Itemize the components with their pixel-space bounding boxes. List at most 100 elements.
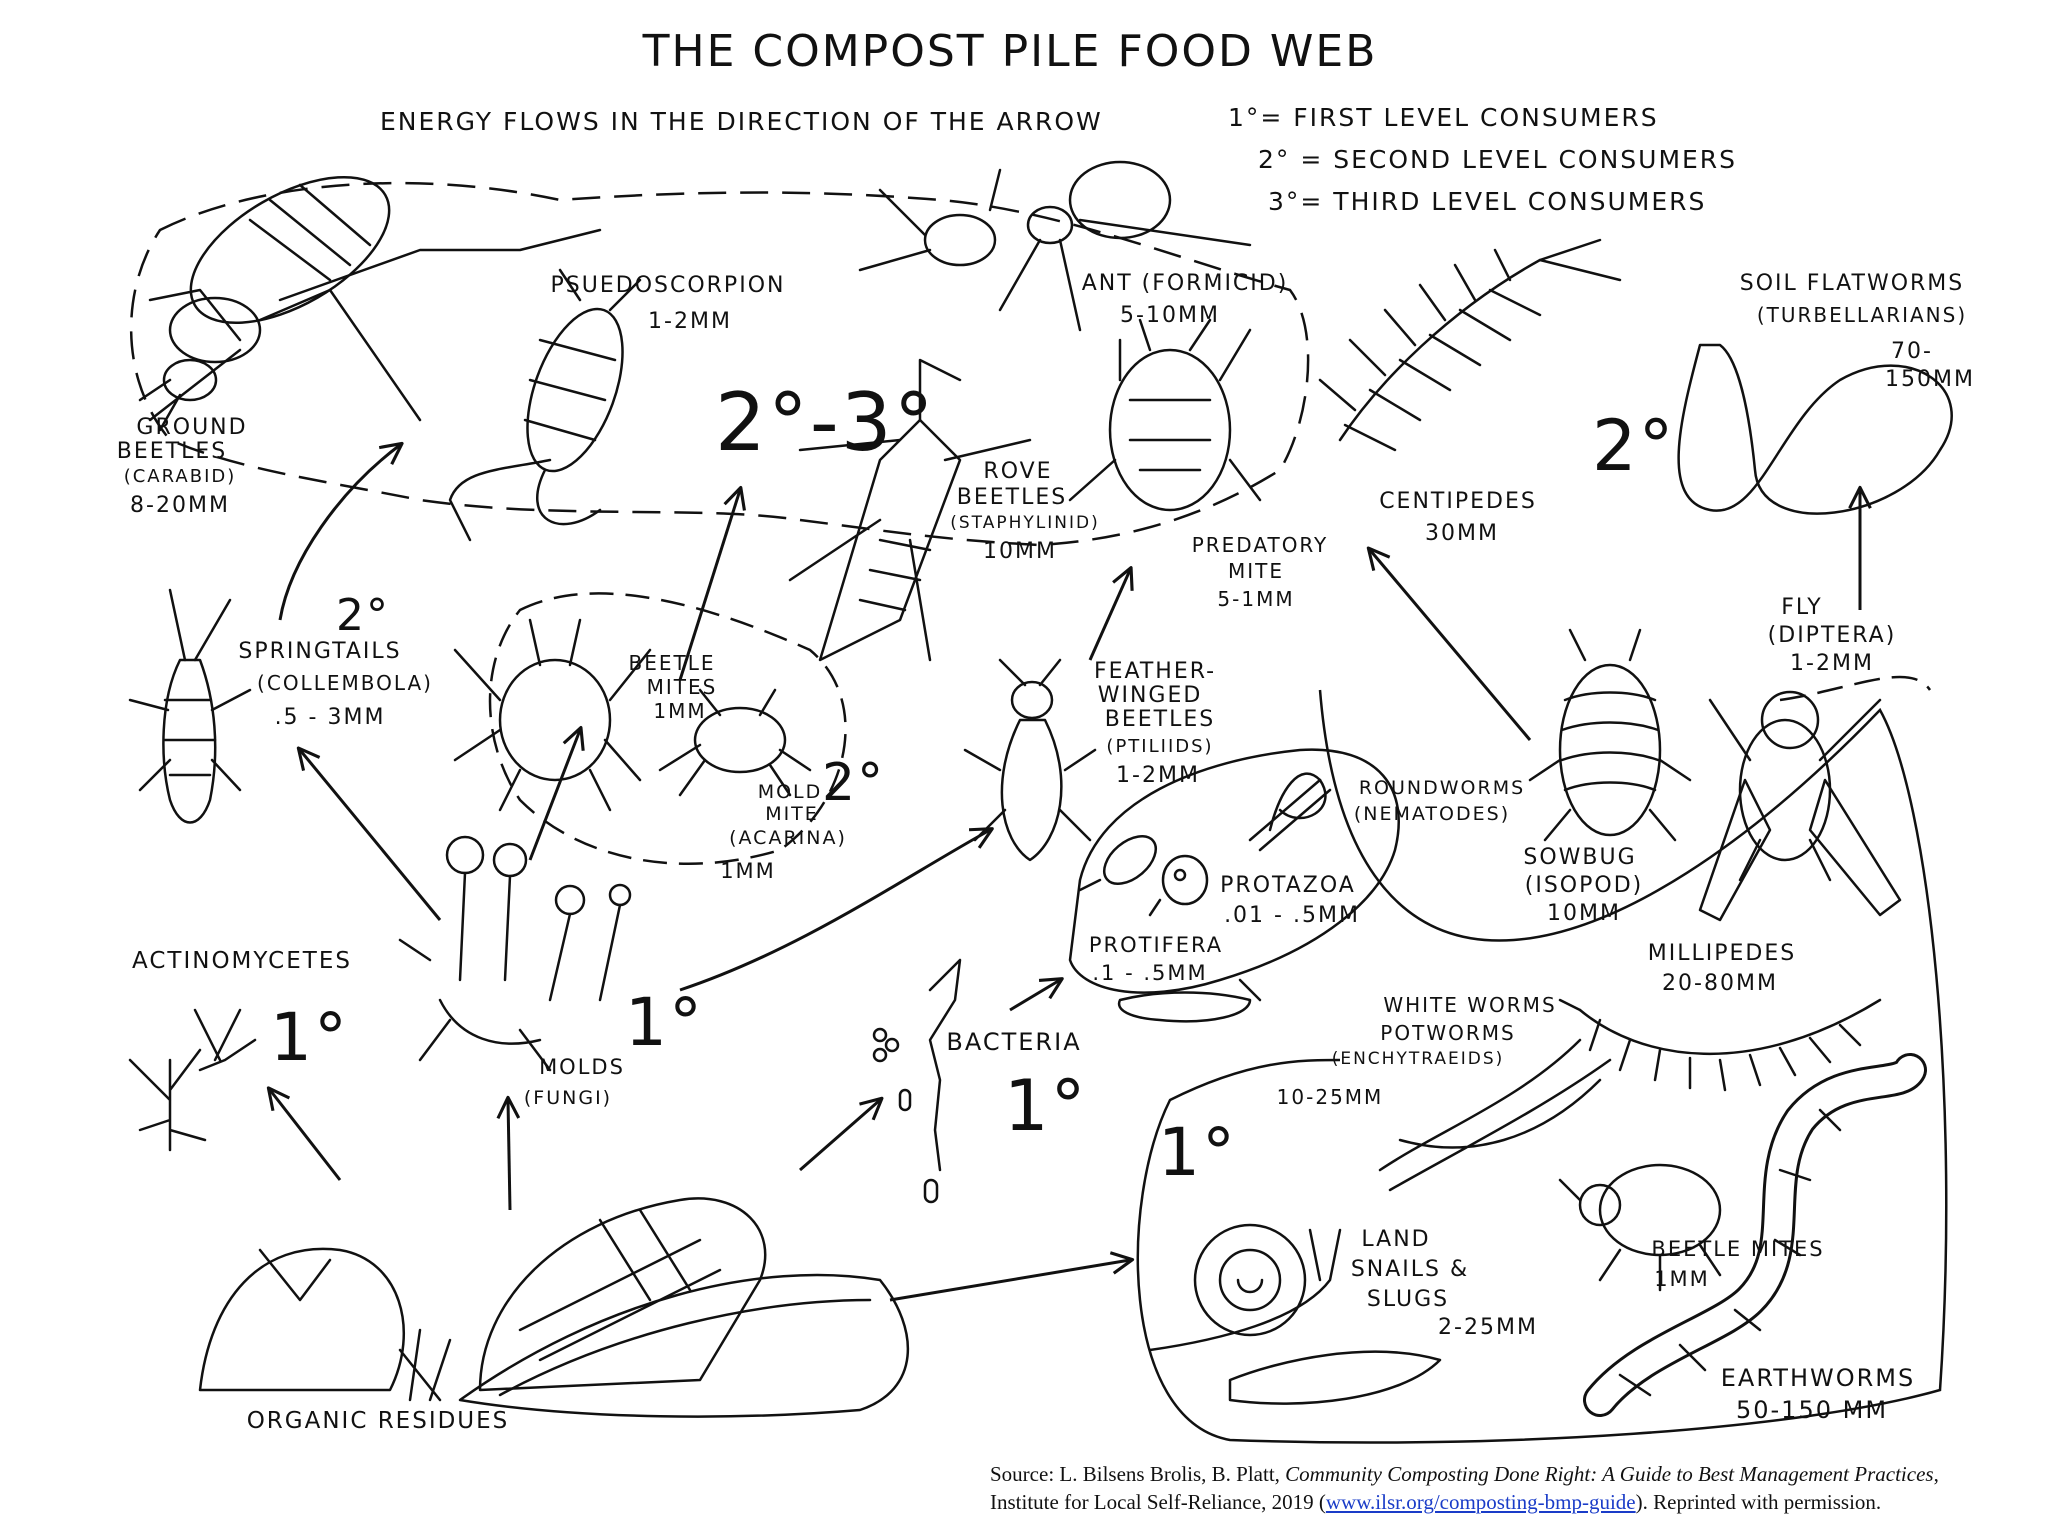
- arrow-residues-to-bacteria: [799, 1096, 884, 1172]
- springtail-drawing: [128, 588, 252, 824]
- beetle-mite-lower-drawing: [1558, 1163, 1722, 1292]
- ground-beetle-drawing: [138, 175, 602, 432]
- beetle-mite-drawing: [453, 618, 652, 812]
- svg-text:2-25mm: 2-25mm: [1438, 1315, 1538, 1340]
- ground-beetles-label: GROUND BEETLES (CARABID) 8-20mm: [117, 415, 247, 518]
- svg-text:50-150 mm: 50-150 mm: [1736, 1396, 1888, 1424]
- protozoa-drawing: [1078, 835, 1209, 917]
- svg-text:MITE: MITE: [765, 803, 819, 825]
- svg-text:EARTHWORMS: EARTHWORMS: [1721, 1364, 1915, 1392]
- pseudoscorpion-label: PSUEDOSCORPION 1-2mm: [551, 273, 786, 334]
- protozoa-label: PROTAZOA .01 - .5mm: [1220, 873, 1360, 928]
- svg-text:150mm: 150mm: [1885, 367, 1975, 392]
- level-1-actino-marker: 1°: [270, 999, 349, 1076]
- level-2-3-marker: 2°-3°: [715, 376, 936, 469]
- svg-text:1-2mm: 1-2mm: [1116, 763, 1200, 788]
- svg-text:SOWBUG: SOWBUG: [1523, 845, 1636, 870]
- arrow-molds-to-featherwinged: [679, 827, 994, 992]
- source-link[interactable]: www.ilsr.org/composting-bmp-guide: [1325, 1490, 1636, 1514]
- svg-text:10-25mm: 10-25mm: [1277, 1085, 1384, 1109]
- svg-text:GROUND: GROUND: [136, 415, 247, 440]
- roundworms-label: ROUNDWORMS (NEMATODES): [1354, 777, 1523, 825]
- ant-label: ANT (FORMICID) 5-10mm: [1082, 271, 1289, 328]
- svg-text:(DIPTERA): (DIPTERA): [1768, 623, 1897, 648]
- source-prefix: Source: L. Bilsens Brolis, B. Platt,: [990, 1462, 1286, 1486]
- protifera-label: PROTIFERA .1 - .5mm: [1089, 933, 1221, 985]
- white-worms-label: WHITE WORMS POTWORMS (ENCHYTRAEIDS) 10-2…: [1277, 993, 1556, 1109]
- svg-text:FEATHER-: FEATHER-: [1094, 659, 1216, 684]
- svg-text:10mm: 10mm: [983, 539, 1057, 564]
- diagram-title: THE COMPOST PILE FOOD WEB: [642, 26, 1378, 77]
- source-line2-prefix: Institute for Local Self-Reliance, 2019 …: [990, 1490, 1326, 1514]
- bacteria-drawing: [872, 958, 962, 1204]
- organic-residues-label: ORGANIC RESIDUES: [247, 1408, 508, 1434]
- svg-text:ANT (FORMICID): ANT (FORMICID): [1082, 271, 1289, 296]
- earthworms-label: EARTHWORMS 50-150 mm: [1721, 1364, 1915, 1424]
- mold-mite-drawing: [658, 688, 812, 797]
- millipedes-label: MILLIPEDES 20-80mm: [1648, 941, 1796, 996]
- svg-text:(ISOPOD): (ISOPOD): [1525, 873, 1643, 898]
- svg-text:WINGED: WINGED: [1098, 683, 1203, 708]
- svg-text:70-: 70-: [1891, 339, 1933, 364]
- feather-winged-beetle-drawing: [963, 658, 1097, 862]
- land-snail-drawing: [1148, 1223, 1442, 1405]
- svg-text:BEETLES: BEETLES: [957, 485, 1067, 510]
- svg-text:MOLDS: MOLDS: [539, 1055, 625, 1079]
- bacteria-label: BACTERIA: [946, 1028, 1079, 1056]
- legend-third-level: 3°= THIRD LEVEL CONSUMERS: [1268, 187, 1706, 216]
- svg-text:1mm: 1mm: [1654, 1267, 1710, 1291]
- svg-text:BEETLES: BEETLES: [117, 439, 227, 464]
- arrow-residues-to-snails: [889, 1251, 1135, 1302]
- molds-drawing: [398, 835, 632, 1072]
- svg-text:PSUEDOSCORPION: PSUEDOSCORPION: [551, 273, 786, 298]
- arrow-molds-to-mites: [528, 726, 585, 861]
- molds-label: MOLDS (FUNGI): [524, 1055, 625, 1109]
- feather-winged-beetles-label: FEATHER- WINGED BEETLES (PTILIIDS) 1-2mm: [1094, 659, 1216, 788]
- svg-text:WHITE WORMS: WHITE WORMS: [1383, 993, 1556, 1017]
- centipede-drawing: [1318, 238, 1622, 452]
- actinomycetes-drawing: [128, 1008, 257, 1152]
- ant-drawing: [858, 160, 1252, 332]
- svg-text:1-2mm: 1-2mm: [648, 309, 732, 334]
- svg-text:.1 - .5mm: .1 - .5mm: [1092, 961, 1207, 985]
- sowbug-label: SOWBUG (ISOPOD) 10mm: [1523, 845, 1643, 926]
- springtails-label: SPRINGTAILS (COLLEMBOLA) .5 - 3mm: [238, 639, 433, 730]
- svg-text:BEETLE MITES: BEETLE MITES: [1651, 1237, 1824, 1261]
- fly-label: FLY (DIPTERA) 1-2mm: [1768, 595, 1897, 676]
- svg-text:(ENCHYTRAEIDS): (ENCHYTRAEIDS): [1332, 1049, 1505, 1069]
- svg-text:MOLD: MOLD: [758, 781, 823, 803]
- svg-text:MILLIPEDES: MILLIPEDES: [1648, 941, 1796, 966]
- svg-text:LAND: LAND: [1361, 1227, 1430, 1252]
- actinomycetes-label: ACTINOMYCETES: [132, 948, 350, 974]
- arrow-featherwinged-to-predatory-mite: [1088, 566, 1134, 661]
- sowbug-drawing: [1528, 628, 1692, 842]
- arrow-bacteria-to-protifera: [1009, 977, 1064, 1012]
- svg-text:1mm: 1mm: [653, 699, 706, 723]
- rove-beetle-drawing: [788, 358, 1032, 662]
- energy-flow-arrows: [266, 441, 1872, 1302]
- svg-text:CENTIPEDES: CENTIPEDES: [1379, 489, 1537, 514]
- svg-text:20-80mm: 20-80mm: [1662, 971, 1778, 996]
- svg-text:10mm: 10mm: [1547, 901, 1621, 926]
- svg-text:POTWORMS: POTWORMS: [1380, 1021, 1515, 1045]
- pseudoscorpion-drawing: [448, 268, 642, 542]
- level-1-bacteria-marker: 1°: [1004, 1065, 1088, 1147]
- millipede-drawing: [1558, 998, 1882, 1092]
- level-2-springtails-marker: 2°: [336, 590, 390, 641]
- arrow-molds-to-springtails: [296, 746, 442, 921]
- soil-flatworms-label: SOIL FLATWORMS (TURBELLARIANS) 70- 150mm: [1740, 271, 1975, 392]
- fly-drawing: [1698, 690, 1902, 922]
- svg-text:FLY: FLY: [1781, 595, 1822, 620]
- svg-text:1-2mm: 1-2mm: [1790, 651, 1874, 676]
- svg-text:(COLLEMBOLA): (COLLEMBOLA): [257, 671, 433, 695]
- svg-text:(TURBELLARIANS): (TURBELLARIANS): [1757, 303, 1967, 327]
- fly-link-outline: [1779, 675, 1932, 702]
- svg-text:.01 - .5mm: .01 - .5mm: [1224, 903, 1360, 928]
- legend-second-level: 2° = SECOND LEVEL CONSUMERS: [1258, 145, 1737, 174]
- svg-text:ROVE: ROVE: [983, 459, 1052, 484]
- source-suffix: ). Reprinted with permission.: [1635, 1490, 1882, 1514]
- predatory-mite-drawing: [1068, 318, 1262, 512]
- predatory-mite-label: PREDATORY MITE 5-1mm: [1192, 533, 1327, 611]
- svg-text:1mm: 1mm: [720, 859, 776, 883]
